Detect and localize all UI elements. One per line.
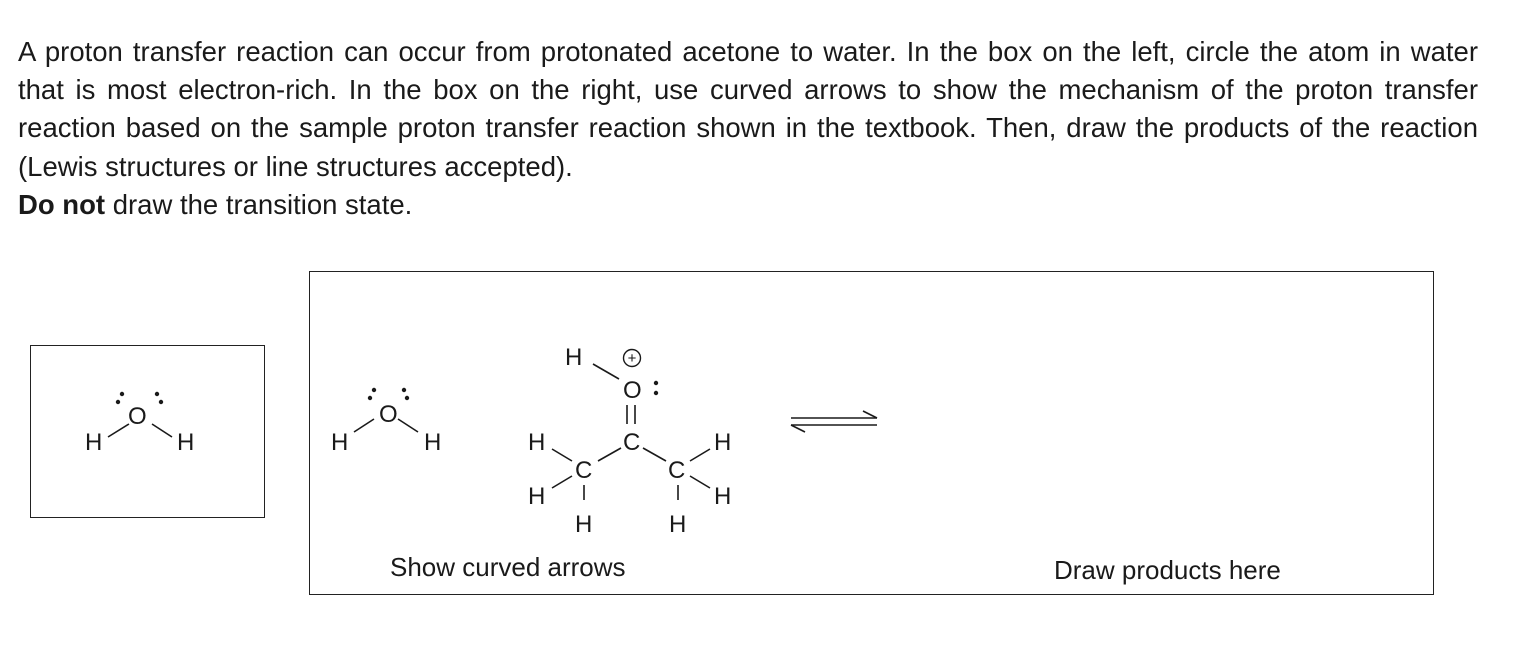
bond-o-h-right bbox=[151, 423, 173, 438]
bond-c-h bbox=[689, 475, 711, 489]
positive-charge-circle bbox=[622, 348, 642, 368]
acetone-oxygen[interactable]: O bbox=[623, 377, 642, 404]
right-methyl-carbon[interactable]: C bbox=[668, 457, 685, 484]
lone-pair-dot bbox=[401, 387, 407, 393]
water-oxygen[interactable]: O bbox=[379, 401, 398, 428]
forward-arrow-head bbox=[862, 410, 878, 419]
carbonyl-carbon[interactable]: C bbox=[623, 429, 640, 456]
bond-c-h bbox=[689, 448, 711, 462]
equilibrium-arrows-icon bbox=[790, 410, 878, 433]
bond-o-h-right bbox=[397, 418, 419, 433]
draw-products-label: Draw products here bbox=[1054, 555, 1281, 585]
lone-pair-dot bbox=[154, 391, 160, 397]
bond-h-o-left bbox=[353, 418, 375, 433]
left-hydrogen-lower[interactable]: H bbox=[528, 483, 545, 510]
protonated-acetone: H + O C C H H H C bbox=[528, 344, 731, 538]
reverse-arrow-head bbox=[790, 424, 806, 433]
right-hydrogen-lower[interactable]: H bbox=[714, 483, 731, 510]
water-molecule-left: O H H bbox=[85, 391, 194, 456]
warning-rest: draw the transition state. bbox=[105, 188, 413, 220]
question-body-text: A proton transfer reaction can occur fro… bbox=[18, 36, 1478, 182]
bond-o-h bbox=[592, 363, 620, 380]
hydrogen-atom-left[interactable]: H bbox=[85, 429, 102, 456]
hydrogen-atom-right[interactable]: H bbox=[177, 429, 194, 456]
lone-pair-dot bbox=[653, 390, 659, 396]
question-warning: Do not draw the transition state. bbox=[18, 186, 1478, 224]
lone-pair-dot bbox=[115, 399, 121, 405]
lone-pair-dot bbox=[158, 399, 164, 405]
oxygen-atom[interactable]: O bbox=[128, 403, 147, 430]
warning-bold: Do not bbox=[18, 188, 106, 220]
mechanism-box[interactable]: O H H H + O C bbox=[309, 271, 1434, 595]
acetone-oh-hydrogen[interactable]: H bbox=[565, 344, 582, 371]
lone-pair-dot bbox=[367, 395, 373, 401]
question-text: A proton transfer reaction can occur fro… bbox=[18, 33, 1478, 224]
lone-pair-dot bbox=[371, 387, 377, 393]
left-hydrogen-upper[interactable]: H bbox=[528, 429, 545, 456]
right-hydrogen-upper[interactable]: H bbox=[714, 429, 731, 456]
bond-c-h bbox=[551, 448, 573, 462]
lone-pair-dot bbox=[404, 395, 410, 401]
show-curved-arrows-label: Show curved arrows bbox=[390, 552, 626, 582]
lone-pair-dot bbox=[119, 391, 125, 397]
bond-c-c-right bbox=[642, 447, 667, 462]
left-methyl-carbon[interactable]: C bbox=[575, 457, 592, 484]
bond-c-c-left bbox=[597, 447, 622, 462]
bond-c-h bbox=[551, 475, 573, 489]
water-molecule-right: O H H bbox=[331, 387, 441, 456]
water-hydrogen-left[interactable]: H bbox=[331, 429, 348, 456]
water-hydrogen-right[interactable]: H bbox=[424, 429, 441, 456]
positive-charge-icon: + bbox=[628, 350, 637, 367]
circle-atom-box[interactable]: O H H bbox=[30, 345, 265, 518]
right-hydrogen-bottom[interactable]: H bbox=[669, 511, 686, 538]
lone-pair-dot bbox=[653, 380, 659, 386]
reaction-drawing: O H H H + O C bbox=[331, 344, 878, 538]
question-body: A proton transfer reaction can occur fro… bbox=[18, 33, 1478, 186]
bond-h-o-left bbox=[107, 423, 130, 438]
left-hydrogen-bottom[interactable]: H bbox=[575, 511, 592, 538]
